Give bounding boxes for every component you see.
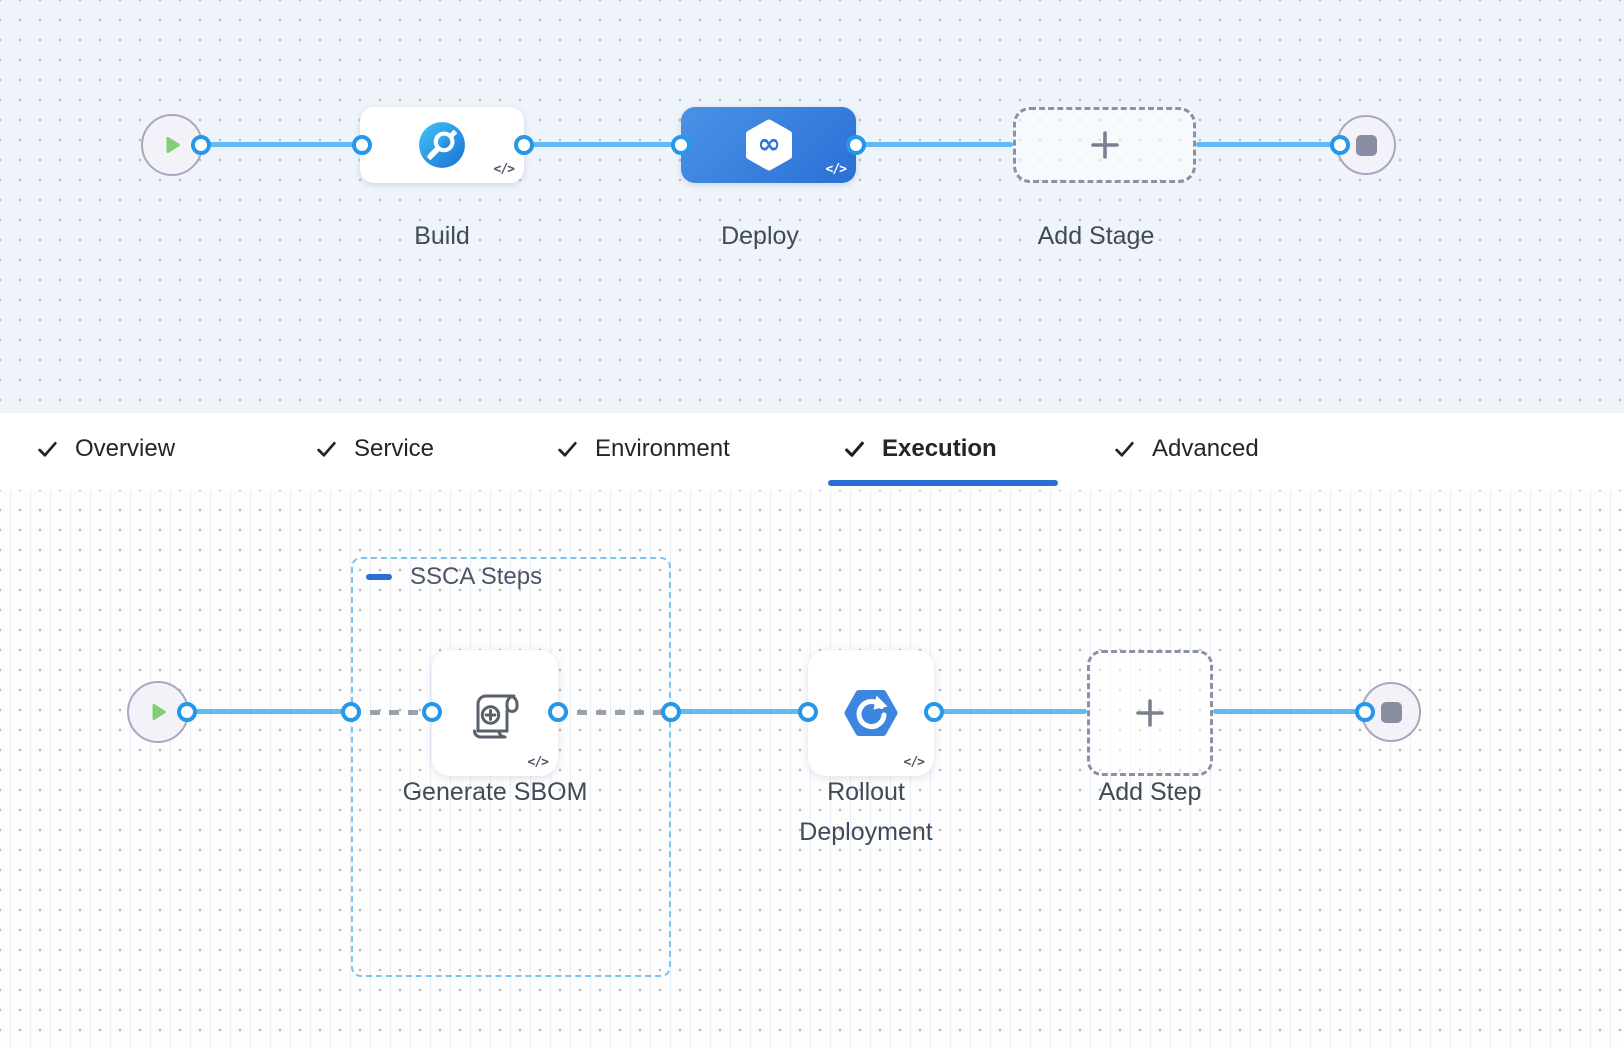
add-step-button[interactable] [1087, 650, 1213, 776]
play-icon [166, 136, 180, 154]
step-node-rollout-deployment[interactable]: </> [808, 650, 934, 776]
stop-icon [1380, 701, 1402, 723]
connector-port [1355, 702, 1375, 722]
plus-icon [1136, 699, 1164, 727]
check-icon [558, 441, 577, 457]
connector-line [856, 142, 1013, 147]
connector-port [924, 702, 944, 722]
tab-label: Overview [75, 435, 176, 462]
check-icon [38, 441, 57, 457]
tab-label: Advanced [1152, 435, 1259, 462]
group-label: SSCA Steps [410, 563, 543, 590]
connector-line [1213, 709, 1365, 714]
connector-port [548, 702, 568, 722]
stage-label-build: Build [414, 222, 470, 250]
connector-port [352, 135, 372, 155]
sbom-scroll-icon [473, 694, 519, 739]
stage-node-deploy[interactable]: ∞ </> [681, 107, 856, 183]
step-node-generate-sbom[interactable]: </> [432, 650, 558, 776]
plus-icon [1090, 131, 1119, 159]
connector-port [671, 135, 691, 155]
tab-overview[interactable]: Overview [36, 413, 175, 485]
code-badge: </> [903, 755, 926, 770]
step-label-rollout-deployment: Rollout Deployment [799, 778, 933, 846]
connector-port [1330, 135, 1350, 155]
stop-icon [1355, 134, 1377, 156]
tab-service[interactable]: Service [315, 413, 434, 485]
code-badge: </> [527, 755, 550, 770]
rollout-deployment-icon [844, 690, 898, 736]
stage-label-deploy: Deploy [721, 222, 799, 250]
tab-label: Service [354, 435, 435, 462]
connector-port [846, 135, 866, 155]
connector-line [671, 709, 808, 714]
play-icon [152, 703, 166, 721]
check-icon [845, 441, 864, 457]
connector-line-dashed [558, 710, 671, 715]
connector-port [798, 702, 818, 722]
connector-line [201, 142, 362, 147]
step-label-generate-sbom: Generate SBOM [402, 778, 588, 806]
ssca-steps-group-header: SSCA Steps [366, 563, 542, 591]
collapse-minus-icon[interactable] [366, 574, 392, 580]
cd-deploy-icon: ∞ [745, 119, 792, 171]
tab-advanced[interactable]: Advanced [1113, 413, 1259, 485]
ci-build-icon [419, 122, 465, 168]
tab-execution[interactable]: Execution [843, 413, 997, 485]
connector-line [1196, 142, 1340, 147]
tab-label: Execution [882, 435, 997, 462]
code-badge: </> [493, 162, 516, 177]
stage-node-build[interactable]: </> [360, 107, 524, 183]
code-badge: </> [825, 162, 848, 177]
add-stage-button[interactable] [1013, 107, 1196, 183]
active-tab-underline [828, 480, 1058, 486]
check-icon [1115, 441, 1134, 457]
execution-canvas-background [0, 490, 1624, 1048]
connector-port [177, 702, 197, 722]
stage-tabbar: Overview Service Environment Execution A… [0, 413, 1624, 490]
connector-port [341, 702, 361, 722]
step-label-add-step: Add Step [1098, 778, 1202, 806]
svg-text:∞: ∞ [757, 127, 780, 160]
connector-line [524, 142, 681, 147]
connector-port [191, 135, 211, 155]
ssca-steps-group [351, 557, 671, 977]
connector-port [422, 702, 442, 722]
tab-environment[interactable]: Environment [556, 413, 730, 485]
connector-line [934, 709, 1087, 714]
connector-port [514, 135, 534, 155]
stage-canvas-background [0, 0, 1624, 413]
check-icon [317, 441, 336, 457]
tab-label: Environment [595, 435, 730, 462]
connector-line-dashed [351, 710, 432, 715]
stage-label-add-stage: Add Stage [1037, 222, 1155, 250]
connector-port [661, 702, 681, 722]
connector-line [187, 709, 351, 714]
